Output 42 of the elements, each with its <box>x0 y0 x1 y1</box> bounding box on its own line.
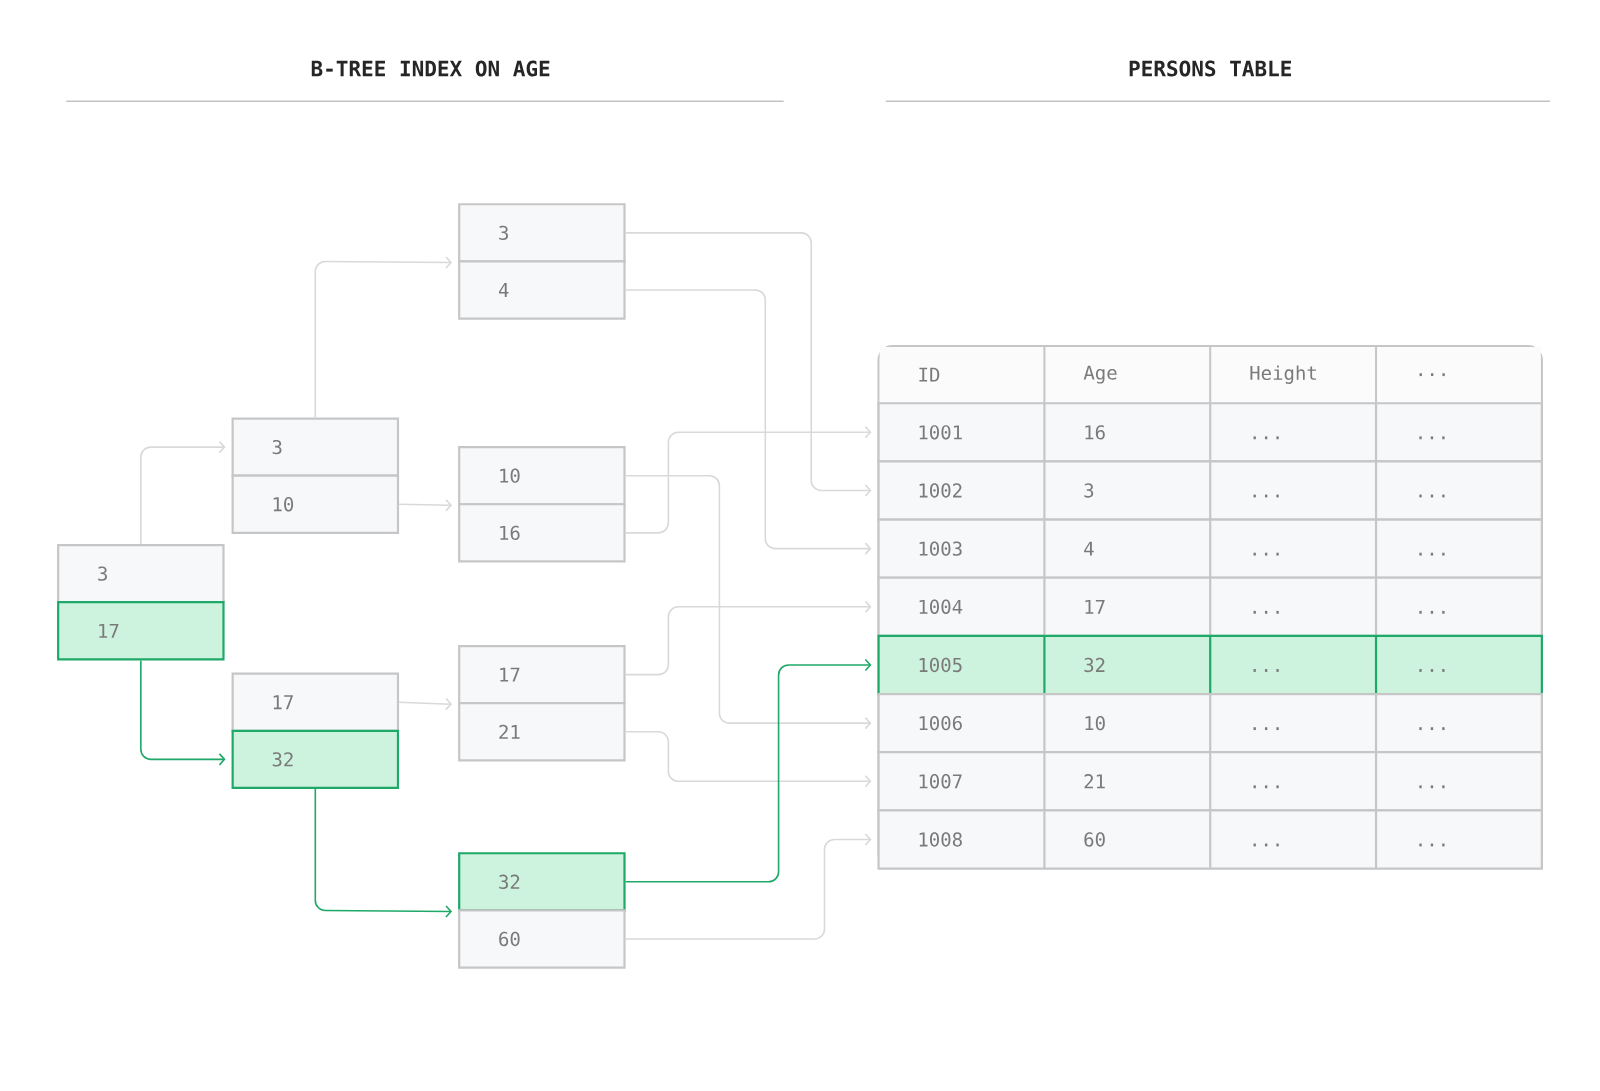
arrow <box>624 658 872 883</box>
arrow <box>398 498 453 512</box>
arrow <box>624 426 872 534</box>
arrow <box>314 788 453 918</box>
table-row: 1004 17 ... ... <box>877 576 1543 637</box>
key-cell: 4 <box>458 260 626 320</box>
key-cell: 10 <box>458 446 626 506</box>
key-cell: 32 <box>458 852 626 912</box>
arrow <box>314 256 453 419</box>
key-cell: 16 <box>458 503 626 563</box>
arrow <box>624 474 872 730</box>
table-row: 1005 32 ... ... <box>877 634 1543 696</box>
column-header: Age <box>1083 365 1117 384</box>
key-cell: 32 <box>231 729 400 790</box>
arrow <box>624 289 872 555</box>
arrow <box>624 232 872 497</box>
column-header: ... <box>1419 373 1445 377</box>
arrow <box>140 440 226 545</box>
arrow <box>624 833 872 940</box>
arrow <box>624 731 872 788</box>
key-cell: 3 <box>57 543 225 604</box>
arrow <box>140 659 226 766</box>
section-title: B-TREE INDEX ON AGE <box>311 60 550 77</box>
key-cell: 3 <box>458 203 626 263</box>
table-row: 1008 60 ... ... <box>877 809 1543 870</box>
key-cell: 10 <box>231 474 400 534</box>
key-cell: 60 <box>458 909 626 969</box>
key-cell: 17 <box>231 672 400 732</box>
column-header: Height <box>1250 365 1316 384</box>
key-cell: 21 <box>458 702 626 762</box>
key-cell: 17 <box>458 645 626 705</box>
table-row: 1007 21 ... ... <box>877 751 1543 812</box>
key-cell: 3 <box>231 417 400 477</box>
column-header: ID <box>919 367 940 382</box>
table-row: 1001 16 ... ... <box>877 402 1543 463</box>
table-row: 1006 10 ... ... <box>877 692 1543 754</box>
table-row: 1002 3 ... ... <box>877 460 1543 521</box>
arrow <box>398 697 453 711</box>
section-title: PERSONS TABLE <box>1129 60 1291 77</box>
key-cell: 17 <box>57 601 225 661</box>
arrow <box>624 600 872 676</box>
table-row: 1003 4 ... ... <box>877 518 1543 579</box>
